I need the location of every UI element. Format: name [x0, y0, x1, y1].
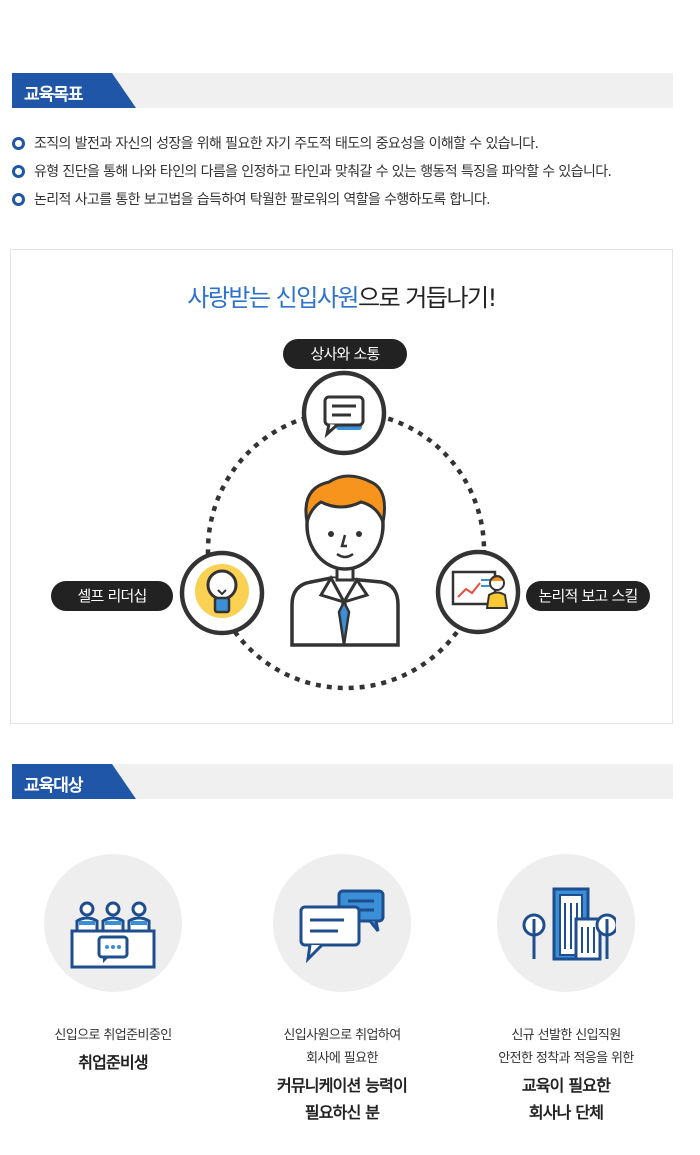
presentation-icon	[435, 549, 521, 635]
goals-list: 조직의 발전과 자신의 성장을 위해 필요한 자기 주도적 태도의 중요성을 이…	[12, 128, 700, 212]
target-sub-line: 안전한 정착과 적응을 위한	[498, 1051, 634, 1066]
speech-bubbles-icon	[299, 889, 385, 964]
goal-text: 조직의 발전과 자신의 성장을 위해 필요한 자기 주도적 태도의 중요성을 이…	[34, 136, 539, 152]
target-sub-line: 신입사원으로 취업하여	[283, 1028, 401, 1043]
target-sub-text: 신입사원으로 취업하여 회사에 필요한	[227, 1024, 457, 1070]
goal-item: 논리적 사고를 통한 보고법을 습득하여 탁월한 팔로워의 역할을 수행하도록 …	[12, 184, 700, 214]
headline-highlight: 사랑받는 신입사원	[187, 284, 359, 312]
target-main-text: 커뮤니케이션 능력이 필요하신 분	[227, 1072, 457, 1126]
target-sub-line: 신입으로 취업준비중인	[54, 1028, 172, 1043]
target-icon-circle	[273, 854, 411, 992]
target-icon-circle	[497, 854, 635, 992]
goal-item: 유형 진단을 통해 나와 타인의 다름을 인정하고 타인과 맞춰갈 수 있는 행…	[12, 156, 700, 186]
skill-label-communication: 상사와 소통	[283, 339, 407, 369]
target-main-line: 교육이 필요한	[521, 1076, 611, 1095]
diagram-headline: 사랑받는 신입사원으로 거듭나기!	[11, 278, 672, 313]
targets-section-title: 교육대상	[24, 776, 84, 796]
targets-list: 신입으로 취업준비중인 취업준비생 신입사원으로 취업하여 회사에 필요한 커뮤…	[0, 850, 700, 1130]
bullet-ring-icon	[12, 192, 25, 206]
buildings-icon	[522, 887, 616, 961]
bullet-ring-icon	[12, 164, 25, 178]
goal-item: 조직의 발전과 자신의 성장을 위해 필요한 자기 주도적 태도의 중요성을 이…	[12, 128, 700, 158]
goals-section-header: 교육목표	[12, 73, 673, 108]
bullet-ring-icon	[12, 136, 25, 150]
targets-section-header: 교육대상	[12, 764, 673, 799]
skills-diagram-panel: 사랑받는 신입사원으로 거듭나기!	[10, 249, 673, 724]
target-item-communication: 신입사원으로 취업하여 회사에 필요한 커뮤니케이션 능력이 필요하신 분	[227, 850, 457, 1126]
target-sub-text: 신규 선발한 신입직원 안전한 정착과 적응을 위한	[451, 1024, 681, 1070]
target-main-line: 커뮤니케이션 능력이	[276, 1076, 408, 1095]
diagram-graphic	[179, 370, 521, 691]
lightbulb-icon	[179, 550, 265, 636]
employee-icon	[290, 474, 400, 647]
skill-label-self-leadership: 셀프 리더십	[51, 581, 173, 611]
target-sub-line: 회사에 필요한	[306, 1051, 378, 1066]
goals-section-title: 교육목표	[24, 85, 84, 105]
target-main-text: 취업준비생	[0, 1049, 228, 1076]
target-item-company: 신규 선발한 신입직원 안전한 정착과 적응을 위한 교육이 필요한 회사나 단…	[451, 850, 681, 1126]
target-sub-text: 신입으로 취업준비중인	[0, 1024, 228, 1047]
target-main-line: 회사나 단체	[528, 1103, 604, 1122]
skill-label-reporting: 논리적 보고 스킬	[526, 581, 650, 611]
chat-bubble-icon	[301, 370, 387, 456]
targets-section-tab: 교육대상	[12, 764, 136, 799]
headline-rest: 으로 거듭나기!	[358, 284, 497, 312]
meeting-icon	[70, 901, 156, 969]
target-main-line: 필요하신 분	[304, 1103, 380, 1122]
goals-section-tab: 교육목표	[12, 73, 136, 108]
target-sub-line: 신규 선발한 신입직원	[511, 1028, 621, 1043]
target-main-line: 취업준비생	[78, 1053, 148, 1072]
target-icon-circle	[44, 854, 182, 992]
target-item-jobseeker: 신입으로 취업준비중인 취업준비생	[0, 850, 228, 1076]
goal-text: 논리적 사고를 통한 보고법을 습득하여 탁월한 팔로워의 역할을 수행하도록 …	[34, 192, 491, 208]
target-main-text: 교육이 필요한 회사나 단체	[451, 1072, 681, 1126]
goal-text: 유형 진단을 통해 나와 타인의 다름을 인정하고 타인과 맞춰갈 수 있는 행…	[34, 164, 612, 180]
